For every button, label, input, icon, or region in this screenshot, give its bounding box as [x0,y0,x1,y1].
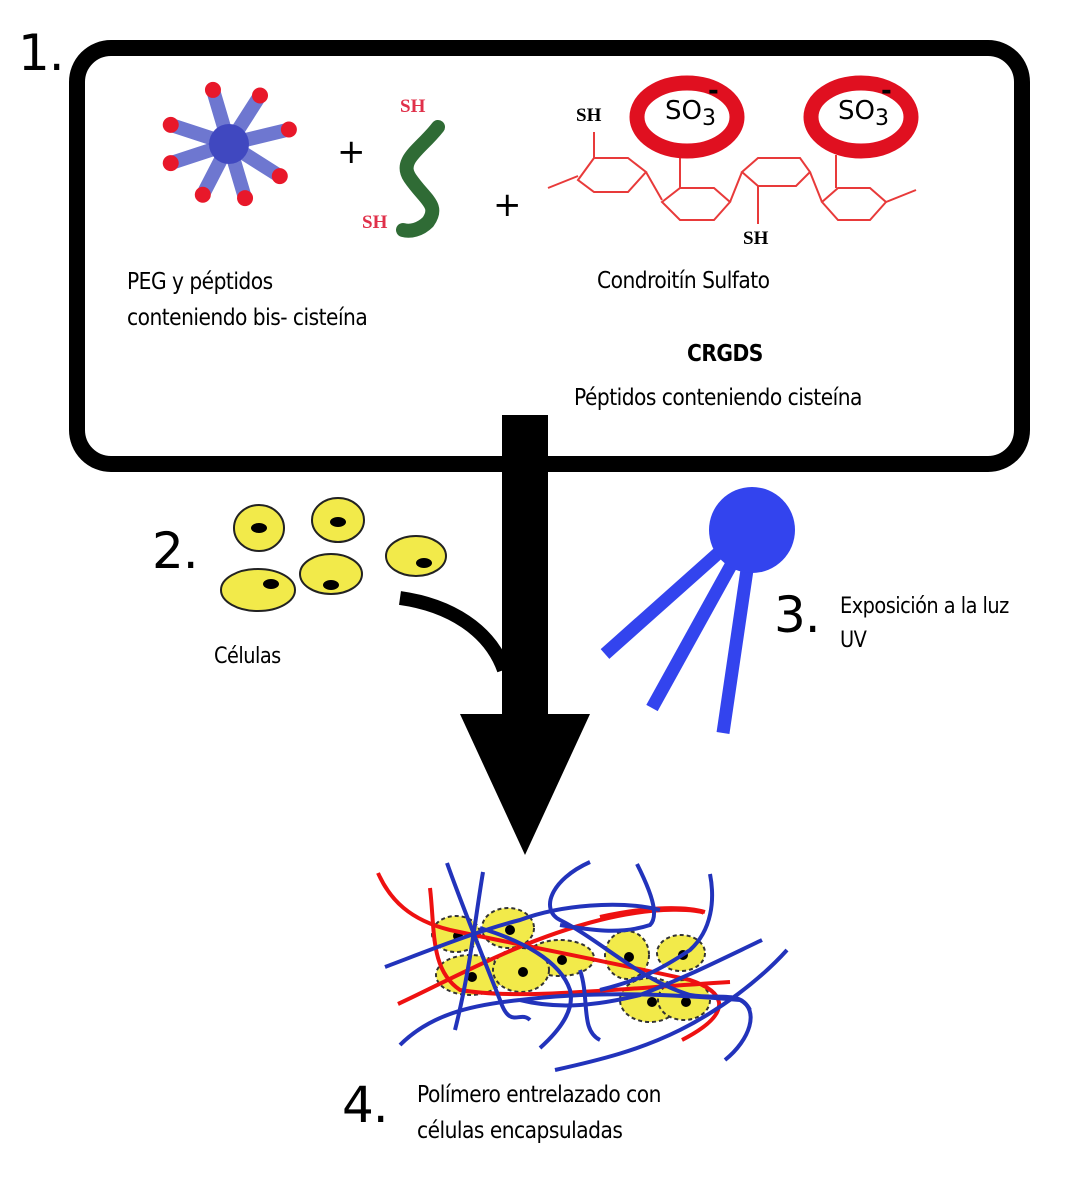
plus-sign-1: + [337,132,366,172]
crosslink-fiber-blue [445,862,532,1022]
uv-label: Exposición a la luz UV [840,590,1009,658]
chondroitin-sh-left: SH [576,105,602,126]
crosslinked-polymer-icon [376,860,789,1072]
uv-label-line2: UV [840,628,867,653]
crosslink-fiber-blue [578,969,602,1042]
encapsulated-cell-nucleus [505,925,515,935]
encapsulated-cell-nucleus [624,952,634,962]
cell-nucleus [330,517,346,527]
peg-label-line2: conteniendo bis- cisteína [127,305,368,331]
plus-sign-2: + [493,185,522,225]
sulfate-charge: - [708,76,719,106]
peg-arm-end [280,121,297,138]
encapsulated-cell-nucleus [518,967,528,977]
step-3-number: 3. [774,586,821,644]
peg-star-icon [162,81,297,207]
step-4-number: 4. [342,1076,389,1134]
crosslink-fiber-blue [384,902,661,969]
peg-arm-end [237,190,254,207]
peg-arm-end [271,168,288,185]
uv-label-line1: Exposición a la luz [840,594,1009,619]
crosslink-fiber-blue [398,992,753,1062]
sulfate-label-1: SO3- [665,78,719,132]
sulfate-group: SO [838,96,875,126]
chondroitin-label: Condroitín Sulfato [597,268,770,294]
cells-label: Células [214,644,281,669]
crosslink-fiber-blue [479,926,573,1050]
crgds-label: Péptidos conteniendo cisteína [574,385,862,411]
sulfate-ring-1 [629,75,745,159]
uv-light-icon [600,487,795,734]
peptide-icon [396,120,445,238]
peptide-sh-top: SH [400,96,426,117]
cells-icon [220,497,447,612]
crgds-title: CRGDS [687,341,763,367]
crosslink-fiber-red [376,872,721,1042]
peg-arm-end [252,87,268,104]
cell [220,568,296,612]
polymer-label: Polímero entrelazado con células encapsu… [417,1077,661,1149]
peg-label: PEG y péptidos conteniendo bis- cisteína [127,264,368,336]
encapsulated-cell-nucleus [557,955,567,965]
sulfate-label-2: SO3- [838,78,892,132]
sulfate-charge: - [881,76,892,106]
sulfate-subscript: 3 [874,106,889,132]
crosslink-fiber-red [428,887,731,997]
peg-label-line1: PEG y péptidos [127,269,273,295]
sulfate-ring-2 [803,75,919,159]
peg-arm-end [162,116,179,133]
polymer-label-line2: células encapsuladas [417,1118,623,1144]
cell-nucleus [323,580,339,590]
cell-nucleus [251,523,267,533]
encapsulated-cell-nucleus [681,997,691,1007]
cell-nucleus [416,558,432,568]
peg-arm-end [204,81,221,98]
step-2-number: 2. [152,522,199,580]
chondroitin-chain-icon [547,132,917,224]
main-process-arrow [460,415,590,855]
sulfate-subscript: 3 [701,106,716,132]
peg-arm-end [194,186,211,203]
crosslink-fiber-blue [559,863,656,933]
reagents-box [69,40,1030,472]
crosslink-fiber-blue [599,873,715,992]
encapsulated-cell-nucleus [647,997,657,1007]
chondroitin-sh-bottom: SH [743,228,769,249]
sulfate-group: SO [665,96,702,126]
cell-feed-arrow [398,591,511,673]
peptide-sh-bottom: SH [362,212,388,233]
cell [299,553,363,595]
encapsulated-cell-nucleus [467,972,477,982]
crosslink-fiber-blue [554,948,789,1072]
step-1-number: 1. [18,24,65,82]
peg-core [209,124,249,164]
polymer-label-line1: Polímero entrelazado con [417,1082,661,1108]
cell [385,535,447,577]
peg-arm-end [162,155,179,172]
cell-nucleus [263,579,279,589]
